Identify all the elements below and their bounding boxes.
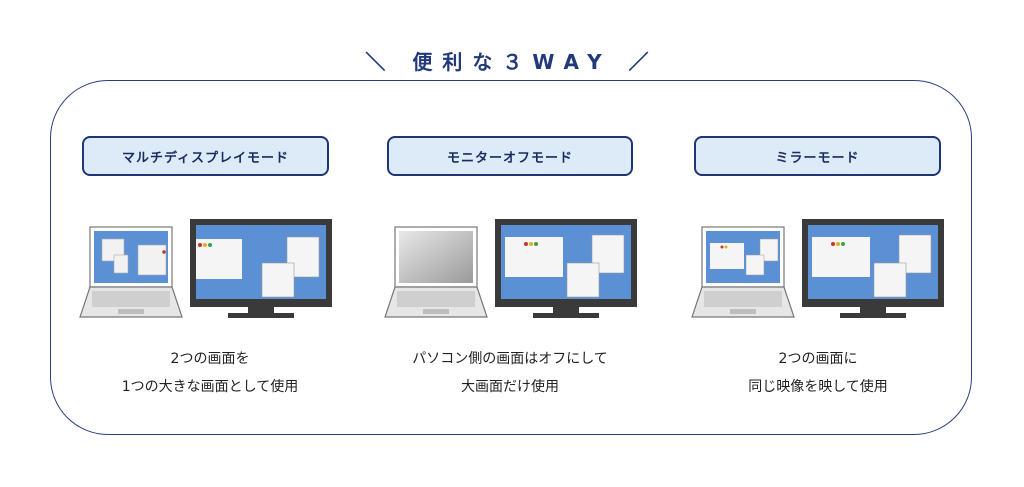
laptop-icon [384, 226, 488, 318]
modes-frame [50, 80, 972, 435]
monitor-icon [802, 219, 944, 318]
monitor-off-illustration [384, 219, 637, 318]
desc-mirror: 2つの画面に 同じ映像を映して使用 [690, 345, 946, 401]
laptop-icon [691, 226, 795, 318]
heading: ＼ 便利な３WAY ／ [365, 50, 659, 74]
mirror-illustration [691, 219, 944, 318]
pill-multi-display: マルチディスプレイモード [82, 136, 329, 176]
pill-monitor-off: モニターオフモード [387, 136, 633, 176]
desc-line-2: 大画面だけ使用 [461, 379, 559, 395]
desc-line-2: 同じ映像を映して使用 [748, 379, 888, 395]
pill-mirror: ミラーモード [694, 136, 941, 176]
desc-line-1: パソコン側の画面はオフにして [412, 351, 608, 367]
multi-display-illustration [79, 219, 332, 318]
desc-line-1: 2つの画面を [170, 351, 250, 367]
monitor-icon [495, 219, 637, 318]
monitor-icon [190, 219, 332, 318]
desc-monitor-off: パソコン側の画面はオフにして 大画面だけ使用 [368, 345, 652, 401]
desc-line-2: 1つの大きな画面として使用 [121, 379, 299, 395]
desc-line-1: 2つの画面に [778, 351, 858, 367]
laptop-icon [79, 226, 183, 318]
desc-multi-display: 2つの画面を 1つの大きな画面として使用 [82, 345, 338, 401]
